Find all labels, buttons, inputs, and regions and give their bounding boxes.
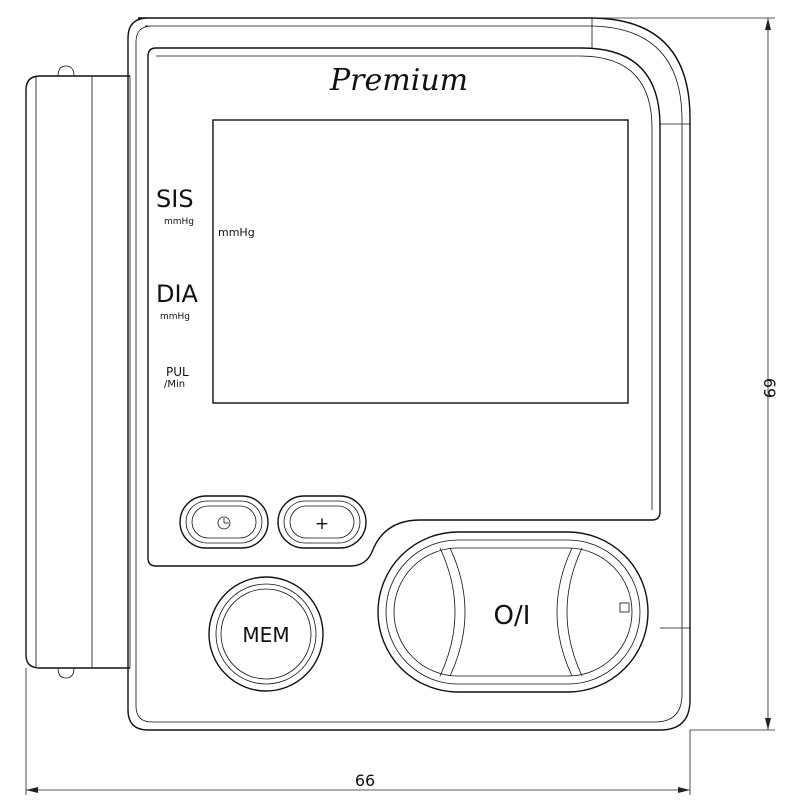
clock-icon [217, 516, 231, 530]
power-indicator-light [619, 602, 630, 613]
side-cuff [25, 65, 131, 679]
dia-unit-label: mmHg [160, 312, 190, 322]
mem-label: MEM [242, 623, 289, 647]
clock-button[interactable] [179, 495, 269, 549]
sis-unit-label: mmHg [164, 217, 194, 227]
height-dimension-label: 69 [760, 378, 779, 398]
plus-label: + [315, 514, 329, 534]
dia-label: DIA [156, 280, 199, 308]
pul-label: PUL [166, 365, 189, 379]
lcd-screen [212, 119, 629, 404]
sis-label: SIS [156, 185, 194, 213]
power-button[interactable]: O/I [377, 531, 649, 693]
brand-logo: Premium [329, 63, 468, 98]
power-label: O/I [494, 601, 531, 631]
screen-unit-label: mmHg [218, 226, 255, 239]
pul-unit-label: /Min [164, 379, 185, 390]
plus-button[interactable]: + [277, 495, 367, 549]
mem-button[interactable]: MEM [208, 576, 324, 692]
device-body [127, 17, 691, 731]
height-dimension: 69 [590, 17, 779, 731]
width-dimension: 66 [25, 668, 691, 795]
width-dimension-label: 66 [355, 771, 375, 790]
front-panel [147, 47, 661, 567]
